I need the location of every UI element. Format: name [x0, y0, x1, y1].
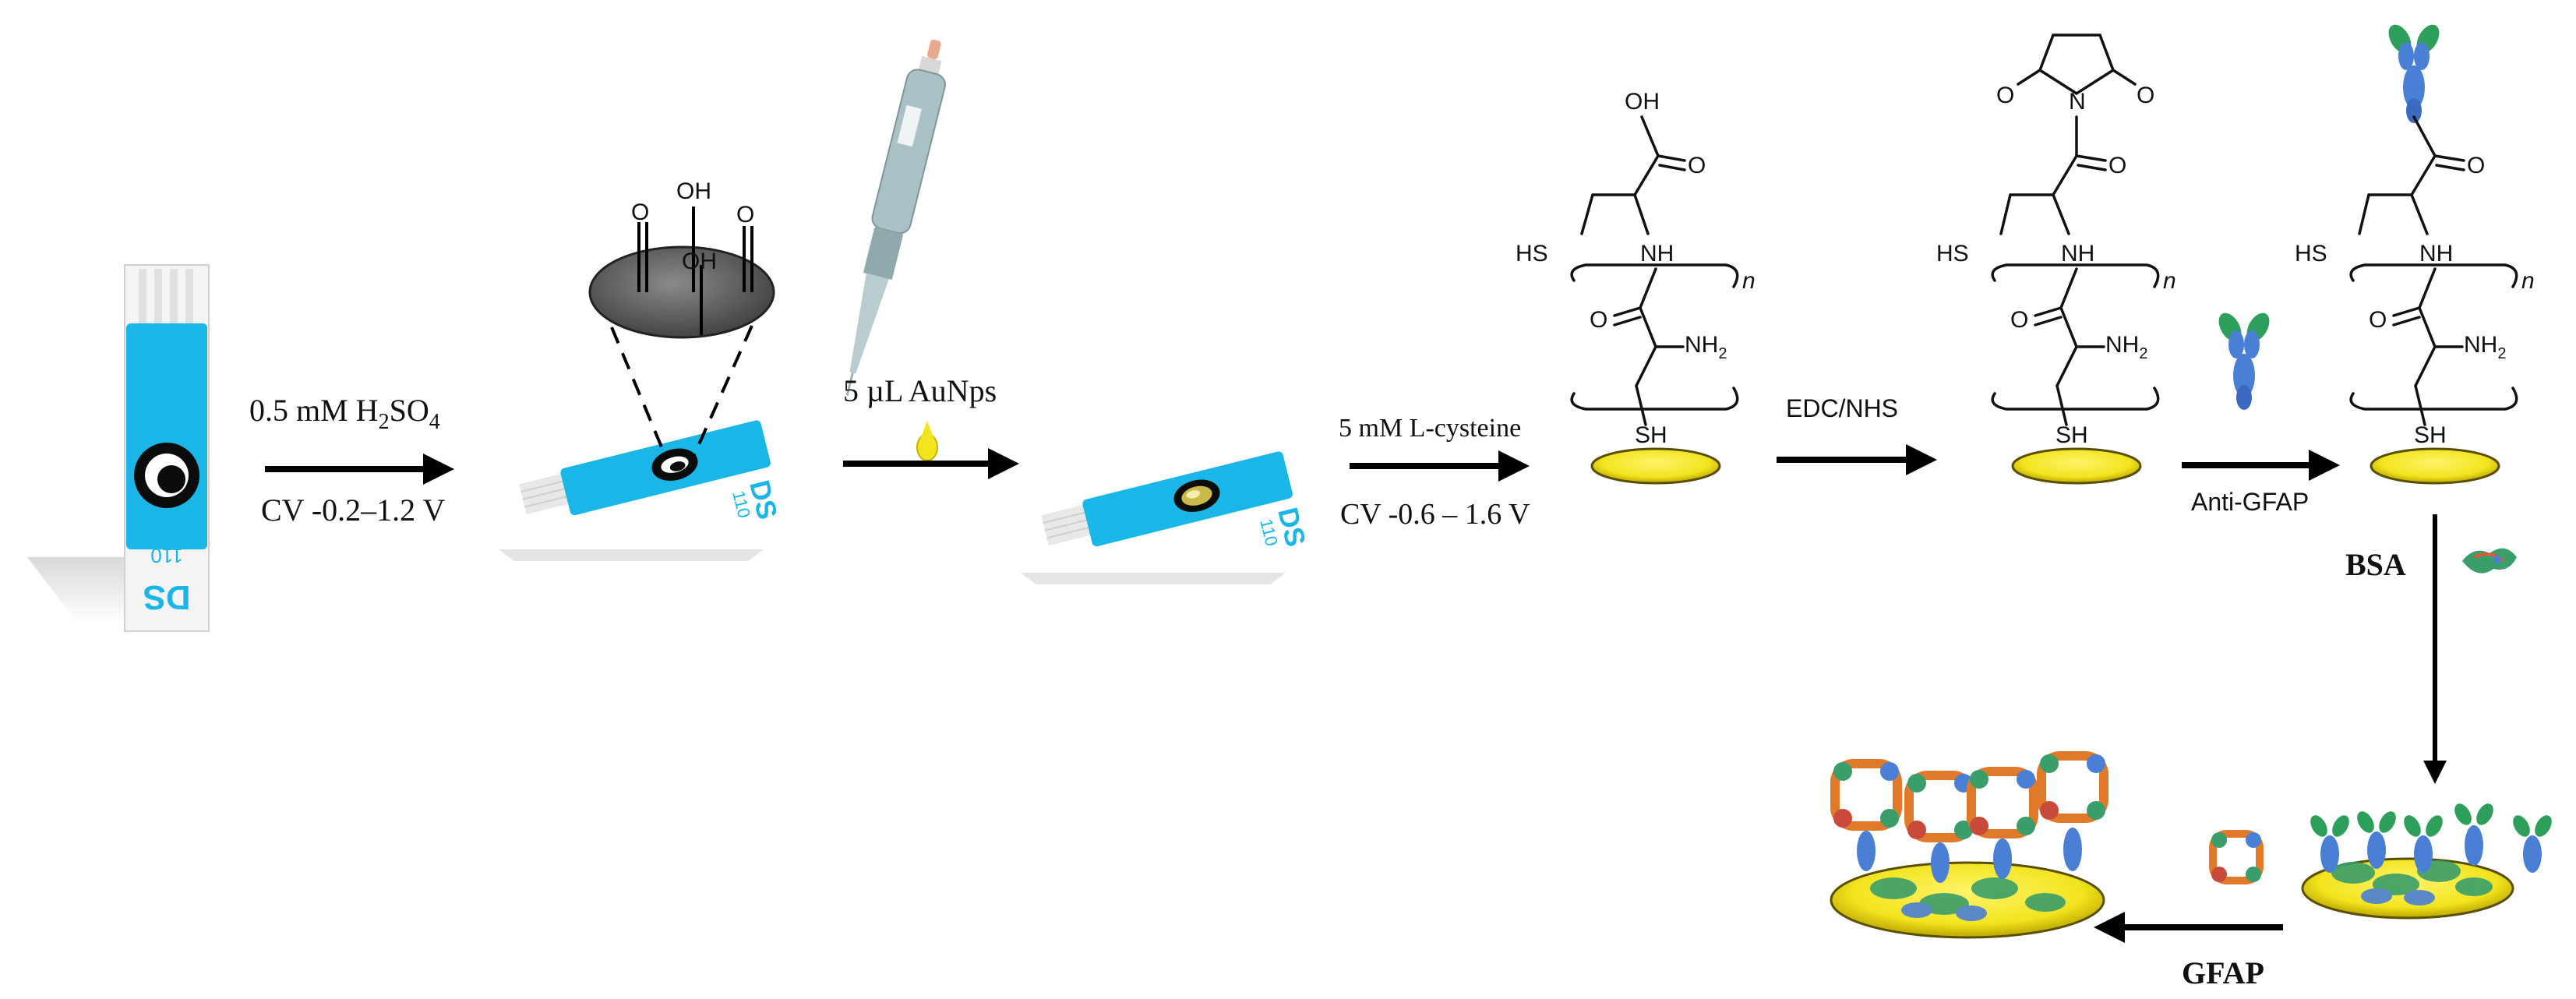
zoom-line-right: [692, 325, 753, 457]
svg-text:N: N: [2069, 89, 2086, 115]
surface-functional-groups: O OH OH O: [631, 178, 754, 335]
carbon-surface-disk: [588, 245, 775, 339]
svg-text:HS: HS: [1936, 241, 1969, 267]
svg-text:O: O: [2369, 307, 2387, 333]
step-4: EDC/NHS: [1777, 394, 1937, 475]
gold-disk-2: [2011, 447, 2142, 485]
step3-line1: 5 mM L-cysteine: [1339, 414, 1521, 443]
step-5: Anti-GFAP: [2182, 312, 2340, 516]
bsa-protein-icon: [2462, 548, 2517, 574]
aunp-electrode: DS 110: [1021, 451, 1312, 584]
svg-text:SH: SH: [2056, 422, 2088, 448]
svg-text:n: n: [2521, 268, 2535, 294]
step4-label: EDC/NHS: [1786, 394, 1898, 422]
pipette-icon: [845, 39, 946, 396]
electrode-contacts: [139, 269, 193, 335]
svg-text:n: n: [1742, 268, 1756, 294]
svg-text:O: O: [1590, 307, 1607, 333]
svg-text:NH: NH: [2061, 241, 2094, 267]
gold-disk-1: [1590, 447, 1721, 485]
svg-text:O: O: [736, 202, 754, 228]
step5-label: Anti-GFAP: [2191, 488, 2309, 516]
gold-disk-3: [2370, 447, 2500, 485]
step2-label: 5 µL AuNps: [843, 373, 997, 408]
step1-line1: 0.5 mM H2SO4: [249, 393, 440, 434]
bsa-layer-final: [1870, 877, 2066, 921]
svg-text:NH: NH: [2419, 241, 2453, 267]
svg-text:OH: OH: [682, 249, 717, 274]
svg-text:O: O: [2010, 307, 2028, 333]
svg-text:O: O: [631, 199, 649, 225]
svg-text:O: O: [1996, 83, 2014, 108]
svg-text:HS: HS: [1516, 241, 1548, 267]
antibody-array-1: [2310, 803, 2552, 873]
svg-text:O: O: [2137, 83, 2154, 108]
captured-gfap-array: [1830, 751, 2108, 883]
step-2: 5 µL AuNps: [843, 39, 1019, 479]
svg-text:NH2: NH2: [2464, 332, 2506, 362]
svg-text:n: n: [2163, 268, 2176, 294]
step3-line2: CV -0.6 – 1.6 V: [1340, 498, 1530, 531]
step-6: BSA: [2345, 514, 2517, 784]
blocked-immunosensor: [2301, 803, 2552, 920]
svg-text:NH2: NH2: [2105, 332, 2147, 362]
svg-text:SH: SH: [1635, 422, 1667, 448]
gfap-protein-icon: [2209, 830, 2264, 884]
bsa-layer: [2331, 860, 2493, 905]
poly-cysteine-structure: OH O HS NH n O NH2 SH: [1516, 89, 1756, 485]
step7-label: GFAP: [2182, 955, 2264, 990]
step-1: 0.5 mM H2SO4 CV -0.2–1.2 V: [249, 393, 454, 528]
step-3: 5 mM L-cysteine CV -0.6 – 1.6 V: [1339, 414, 1530, 531]
svg-text:SH: SH: [2414, 422, 2447, 448]
svg-text:OH: OH: [676, 178, 711, 204]
electrode-blue-strip: [126, 323, 207, 549]
bare-electrode: DS 110: [27, 264, 210, 632]
step6-label: BSA: [2345, 547, 2406, 582]
final-immunosensor: [1830, 751, 2108, 939]
zoom-line-left: [610, 327, 668, 459]
svg-text:O: O: [1688, 153, 1706, 178]
svg-text:OH: OH: [1625, 89, 1660, 115]
nhs-activated-structure: O O N O HS NH n O NH2 SH: [1936, 34, 2176, 485]
step-7: GFAP: [2094, 830, 2283, 990]
svg-text:O: O: [2108, 153, 2126, 178]
activated-electrode: DS DS 110 O OH OH O: [499, 178, 784, 561]
step1-line2: CV -0.2–1.2 V: [261, 492, 445, 528]
svg-text:O: O: [2467, 153, 2485, 178]
antibody-conjugated-structure: O HS NH n O NH2 SH: [2295, 24, 2535, 485]
svg-text:NH2: NH2: [1685, 332, 1727, 362]
electrode-label: DS: [143, 578, 190, 616]
svg-text:NH: NH: [1640, 241, 1674, 267]
svg-text:HS: HS: [2295, 241, 2327, 267]
antibody-icon: [2218, 312, 2270, 410]
electrode-model: 110: [150, 544, 182, 567]
